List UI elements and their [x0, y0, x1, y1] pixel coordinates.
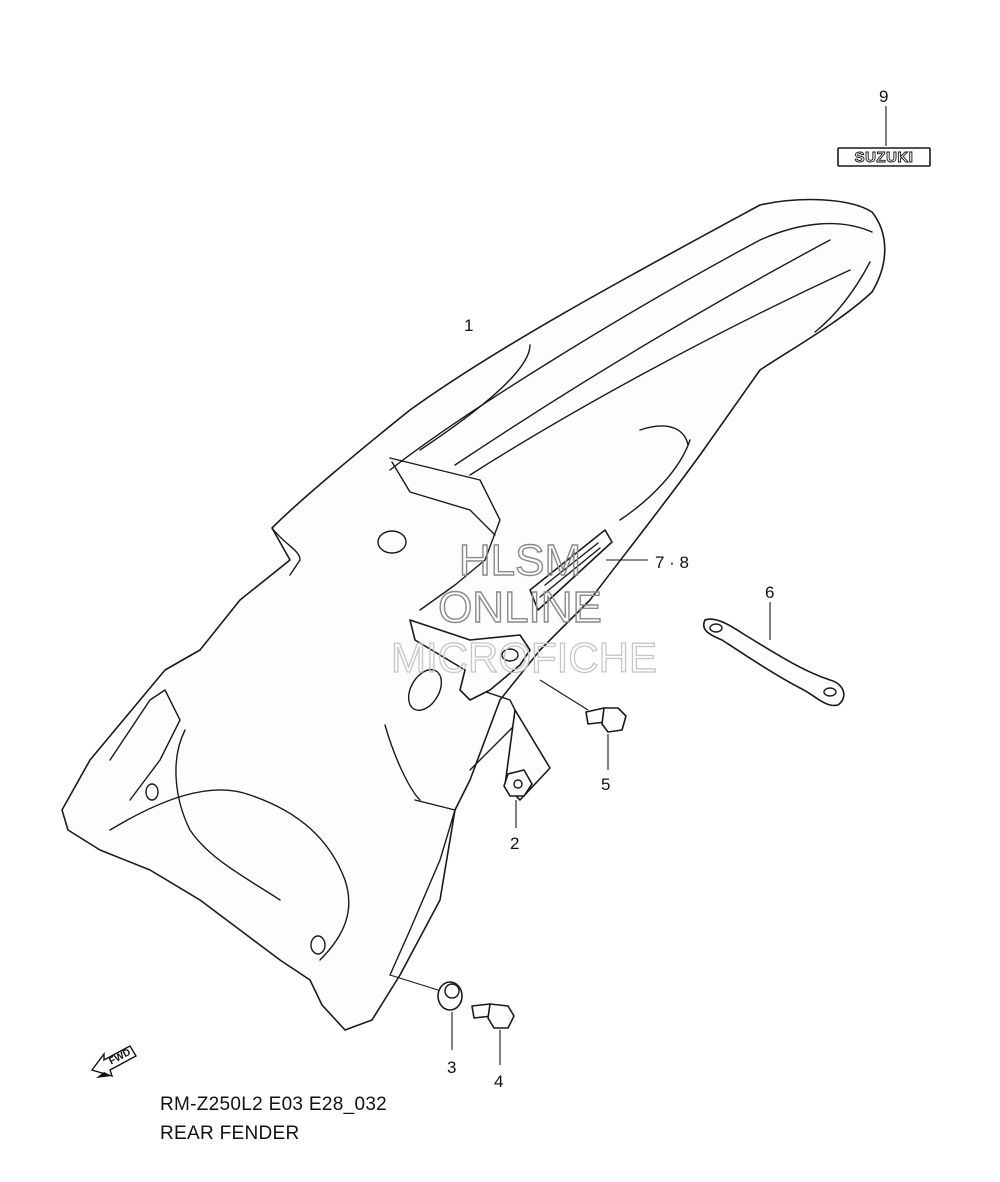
watermark: HLSM ONLINE MICROFICHE: [390, 535, 657, 681]
callout-2: 2: [510, 834, 519, 853]
bolt-part-5[interactable]: [585, 707, 627, 733]
callout-9: 9: [879, 87, 888, 106]
callout-5: 5: [601, 775, 610, 794]
bolt-part-4[interactable]: [471, 1003, 515, 1029]
strap-part-6[interactable]: [703, 618, 845, 707]
suzuki-emblem-part-9[interactable]: SUZUKI: [837, 147, 931, 167]
callout-3: 3: [447, 1058, 456, 1077]
watermark-line-1: HLSM: [459, 536, 581, 585]
callout-4: 4: [494, 1072, 503, 1091]
watermark-line-2: ONLINE: [438, 583, 602, 632]
forward-arrow-icon: FWD: [90, 1045, 137, 1078]
callout-7-8: 7 · 8: [655, 553, 689, 572]
diagram-title: REAR FENDER: [160, 1123, 300, 1144]
emblem-text: SUZUKI: [855, 149, 914, 166]
washer-part-3[interactable]: [437, 981, 463, 1011]
diagram-code: RM-Z250L2 E03 E28_032: [160, 1094, 388, 1115]
watermark-line-3: MICROFICHE: [391, 634, 657, 681]
nut-part-2[interactable]: [503, 769, 533, 797]
label-decal-part-7-8[interactable]: [529, 529, 613, 611]
callout-1: 1: [464, 316, 473, 335]
callout-6: 6: [765, 583, 774, 602]
